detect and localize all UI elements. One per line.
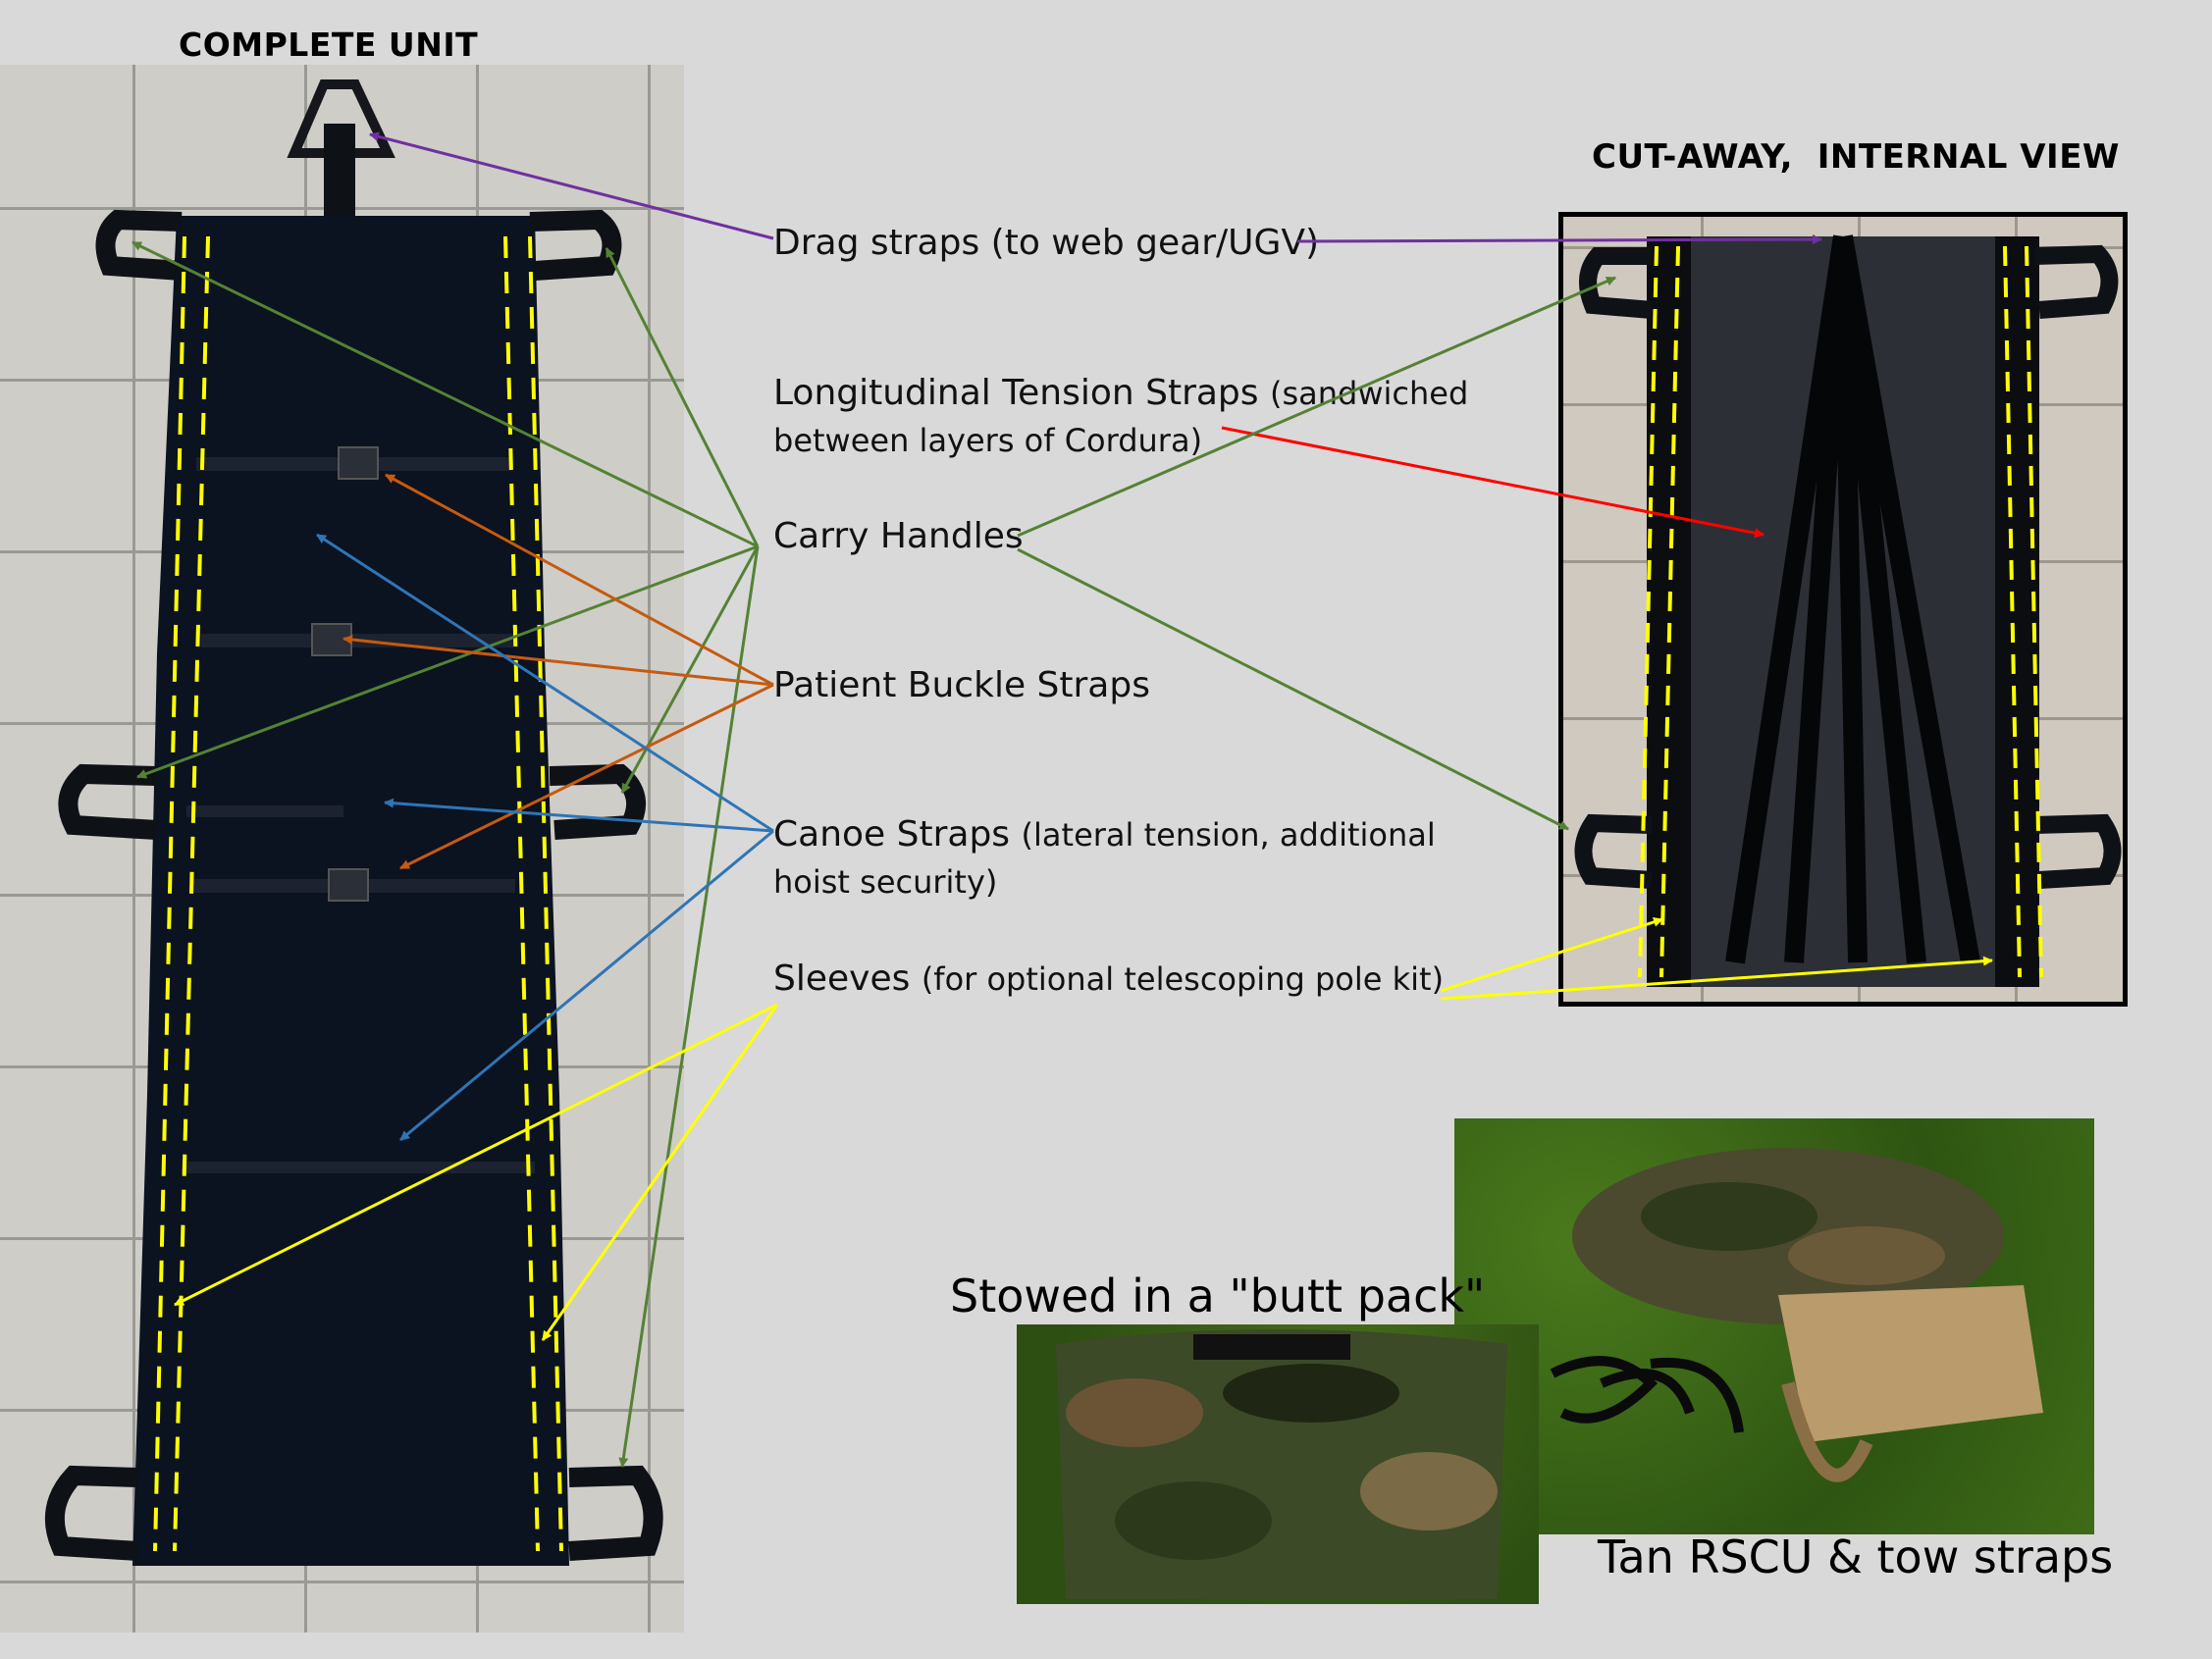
arrow-carry-3 [136,544,759,779]
handle-bottom-left [44,1465,138,1561]
buckle-straps-label: Patient Buckle Straps [773,665,1150,705]
cutaway-sleeve-line-1 [1638,245,1659,978]
butt-pack-photo [1017,1324,1539,1604]
drag-strap [324,124,355,222]
sleeves-label: Sleeves (for optional telescoping pole k… [773,956,1444,1003]
handle-top-right [529,209,622,281]
arrow-carry-5 [618,545,760,1468]
sleeve-line-right-inner [503,235,540,1552]
sleeve-line-left-outer [153,235,186,1552]
arrow-canoe-3 [399,829,774,1142]
arrow-tension [1221,426,1764,539]
canoe-strap-1 [186,805,343,817]
handle-top-left [95,209,183,281]
complete-unit-photo [0,65,684,1633]
canoe-straps-main: Canoe Straps [773,814,1011,855]
drag-straps-label: Drag straps (to web gear/UGV) [773,223,1320,263]
arrow-buckle-1 [385,473,774,687]
arrow-carry-4 [620,545,760,794]
tan-rscu-caption: Tan RSCU & tow straps [1598,1530,2114,1583]
tan-rscu-illustration [1550,1148,2043,1482]
litter-illustration [44,79,663,1566]
cutaway-photo [1558,212,2128,1007]
butt-pack-caption: Stowed in a "butt pack" [950,1270,1486,1322]
tension-straps-main: Longitudinal Tension Straps [773,373,1259,413]
canoe-straps-sub-2: hoist security) [773,863,998,901]
sleeve-line-right-outer [528,235,563,1552]
arrow-sleeve-3 [1440,917,1663,993]
buckle-3 [328,868,369,902]
handle-mid-right [549,763,647,840]
cutaway-handle-top-right [2033,244,2119,319]
d-ring [287,79,395,158]
cutaway-heading: CUT-AWAY, INTERNAL VIEW [1592,137,2120,177]
complete-unit-heading: COMPLETE UNIT [179,26,479,64]
tension-strap-2 [1784,235,1853,963]
tension-straps-sub-2: between layers of Cordura) [773,422,1203,459]
cutaway-sleeve-line-2 [1659,245,1680,978]
sleeve-line-left-inner [173,235,210,1552]
cutaway-handle-top-left [1579,247,1653,319]
tension-straps-label: Longitudinal Tension Straps (sandwiched … [773,370,1480,464]
handle-bottom-right [568,1465,663,1561]
arrow-carry-6 [1017,276,1616,538]
canoe-straps-label: Canoe Straps (lateral tension, additiona… [773,811,1480,906]
sleeves-sub: (for optional telescoping pole kit) [921,960,1445,998]
tan-rscu-photo [1454,1118,2094,1534]
butt-pack-illustration [1056,1329,1507,1599]
canoe-straps-sub: (lateral tension, additional [1021,816,1436,854]
arrow-drag-left [369,131,774,240]
arrow-canoe-1 [316,533,774,833]
tension-straps-sub: (sandwiched [1270,375,1469,412]
arrow-carry-1 [132,240,759,548]
left-sleeve-band [1647,236,1691,987]
tan-pack [1778,1285,2043,1442]
arrow-carry-7 [1017,547,1569,831]
cutaway-handle-bottom-left [1574,813,1653,889]
cutaway-sleeve-line-3 [2003,245,2022,978]
arrow-buckle-2 [342,634,774,687]
tension-straps [1725,234,1980,964]
arrow-sleeve-1 [174,1003,778,1307]
arrow-carry-2 [605,247,760,547]
sleeves-main: Sleeves [773,959,911,999]
cutaway-sleeve-line-4 [2025,245,2043,978]
arrow-sleeve-2 [541,1004,779,1341]
handle-mid-left [58,763,158,840]
carry-handles-label: Carry Handles [773,516,1024,556]
tow-straps [1550,1356,1744,1433]
arrow-buckle-3 [399,683,774,870]
arrow-canoe-2 [384,798,774,833]
cutaway-handle-bottom-right [2033,813,2122,889]
buckle-1 [338,446,379,480]
arrow-drag-right [1296,234,1822,245]
pack-buckle [1193,1334,1350,1360]
cutaway-illustration [1574,234,2122,987]
tension-strap-5 [1833,234,1980,964]
arrow-sleeve-4 [1440,956,1993,1001]
